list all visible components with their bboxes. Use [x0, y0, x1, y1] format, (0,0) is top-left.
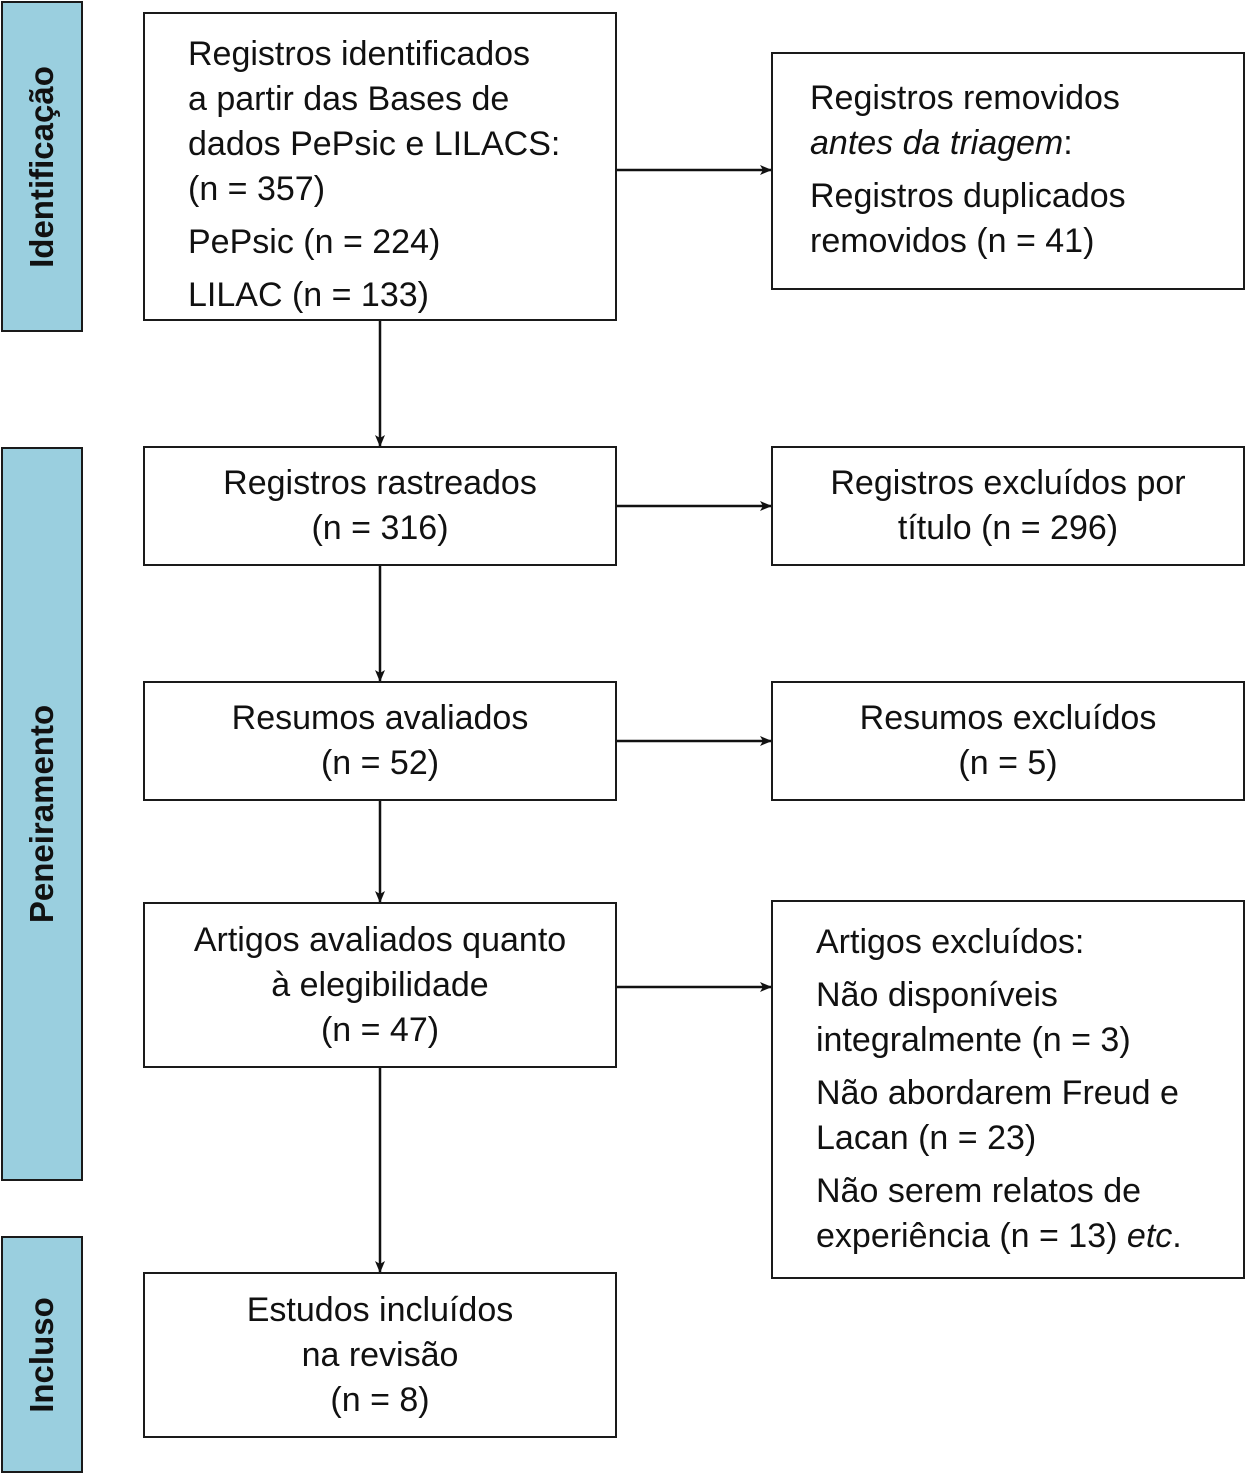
articles-excluded-heading: Artigos excluídos:: [816, 923, 1085, 961]
excluded-title-line-1: Registros excluídos por: [830, 464, 1186, 502]
box-abstracts-excluded: Resumos excluídos (n = 5): [771, 681, 1245, 801]
included-line-3: (n = 8): [330, 1380, 430, 1419]
excluded-title-line-2: título (n = 296): [897, 509, 1119, 547]
box-records-identified: Registros identificados a partir das Bas…: [143, 12, 617, 321]
articles-excluded-reason-1a: Não disponíveis: [816, 976, 1058, 1014]
removed-line-3: Registros duplicados: [810, 177, 1126, 215]
removed-line-4: removidos (n = 41): [810, 222, 1095, 260]
screened-line-1: Registros rastreados: [223, 464, 537, 502]
identified-line-lilac: LILAC (n = 133): [188, 276, 429, 314]
phase-identificacao: Identificação: [1, 1, 83, 332]
box-studies-included: Estudos incluídos na revisão (n = 8): [143, 1272, 617, 1438]
phase-incluso: Incluso: [1, 1236, 83, 1473]
box-records-removed: Registros removidos antes da triagem: Re…: [771, 52, 1245, 290]
included-line-2: na revisão: [301, 1335, 459, 1374]
identified-line-pepsic: PePsic (n = 224): [188, 223, 441, 261]
articles-excluded-reason-3b: experiência (n = 13): [816, 1217, 1127, 1255]
articles-excluded-reason-3a: Não serem relatos de: [816, 1172, 1142, 1210]
box-abstracts-evaluated: Resumos avaliados (n = 52): [143, 681, 617, 801]
removed-line-1: Registros removidos: [810, 79, 1120, 117]
removed-line-2-italic: antes da triagem: [810, 124, 1064, 162]
box-records-screened: Registros rastreados (n = 316): [143, 446, 617, 566]
identified-line-1: Registros identificados: [188, 35, 531, 73]
articles-excluded-reason-2b: Lacan (n = 23): [816, 1119, 1037, 1157]
articles-excluded-etc: etc: [1126, 1217, 1173, 1255]
included-line-1: Estudos incluídos: [246, 1290, 514, 1329]
identified-line-4: (n = 357): [188, 170, 326, 208]
eligibility-line-2: à elegibilidade: [271, 965, 489, 1004]
box-excluded-by-title: Registros excluídos por título (n = 296): [771, 446, 1245, 566]
screened-line-2: (n = 316): [311, 509, 449, 547]
phase-peneiramento: Peneiramento: [1, 447, 83, 1181]
eligibility-line-3: (n = 47): [320, 1010, 440, 1049]
articles-excluded-reason-2a: Não abordarem Freud e: [816, 1074, 1179, 1112]
abstracts-line-1: Resumos avaliados: [231, 699, 529, 737]
articles-excluded-period: .: [1172, 1217, 1182, 1255]
removed-line-2-suffix: :: [1063, 124, 1073, 162]
abstracts-excluded-line-1: Resumos excluídos: [859, 699, 1157, 737]
identified-line-3: dados PePsic e LILACS:: [188, 125, 561, 163]
articles-excluded-reason-1b: integralmente (n = 3): [816, 1021, 1131, 1059]
eligibility-line-1: Artigos avaliados quanto: [193, 920, 567, 959]
box-articles-excluded: Artigos excluídos: Não disponíveis integ…: [771, 900, 1245, 1279]
box-eligibility-assessed: Artigos avaliados quanto à elegibilidade…: [143, 902, 617, 1068]
abstracts-excluded-line-2: (n = 5): [958, 744, 1058, 782]
abstracts-line-2: (n = 52): [320, 744, 440, 782]
identified-line-2: a partir das Bases de: [188, 80, 510, 118]
